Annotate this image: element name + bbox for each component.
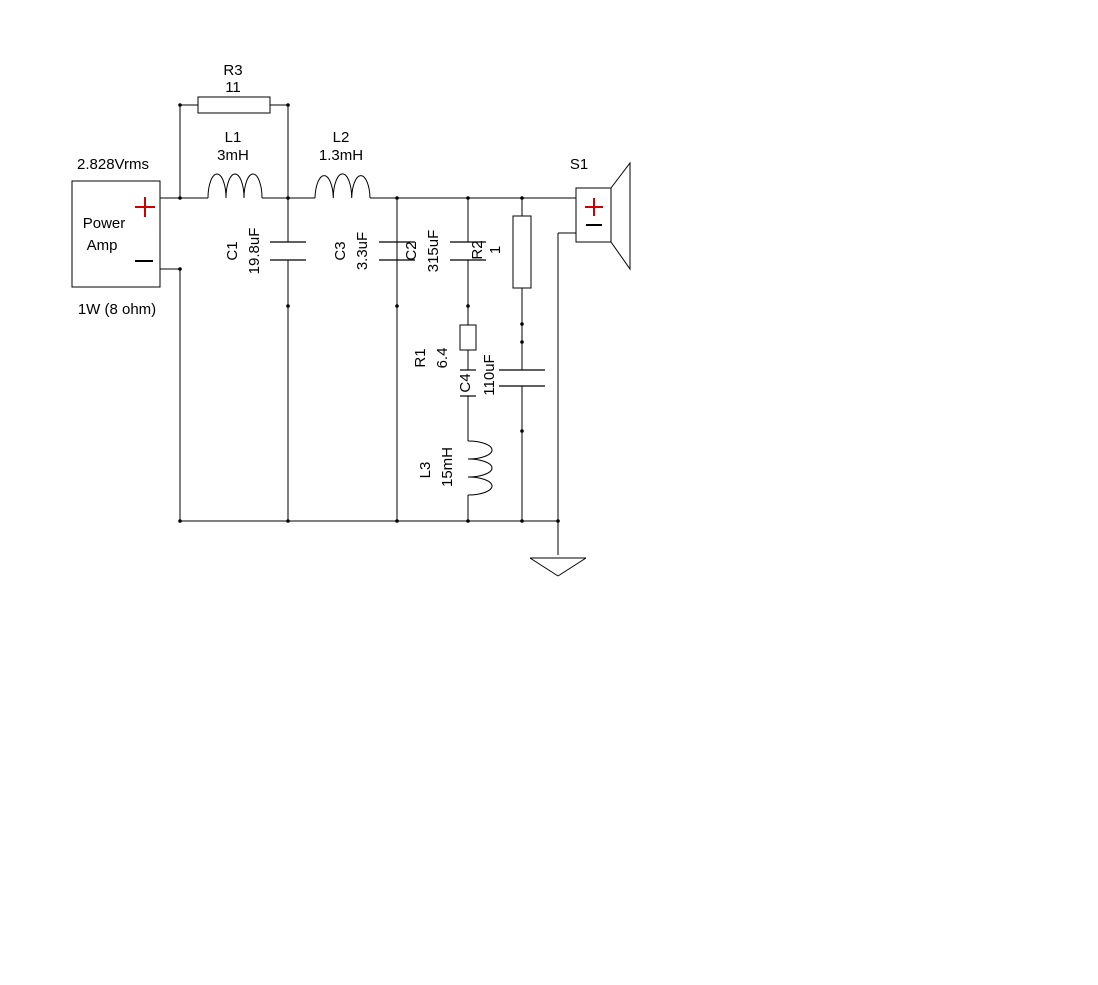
- r2-ref: R2: [469, 240, 486, 259]
- inductor-l1: L1 3mH: [207, 129, 263, 199]
- resistor-r2: R2 1: [450, 240, 504, 261]
- c4-value: 110uF: [481, 354, 498, 395]
- power-amp-label-line1: Power: [83, 215, 126, 232]
- ground-symbol-icon: [529, 557, 587, 577]
- resistor-r3: R3 11: [197, 62, 271, 114]
- s1-ref: S1: [570, 156, 588, 173]
- inductor-l2-coil: [314, 173, 371, 199]
- l1-ref: L1: [225, 129, 242, 146]
- inductor-l2: L2 1.3mH: [314, 129, 371, 199]
- c3-ref: C3: [332, 241, 349, 260]
- speaker-s1: S1: [570, 156, 631, 271]
- junction-dots: [178, 103, 560, 523]
- l2-value: 1.3mH: [319, 147, 363, 164]
- inductor-l3: L3 15mH: [417, 440, 493, 496]
- power-amp-label-line2: Amp: [87, 237, 118, 254]
- capacitor-c3: C3 3.3uF: [332, 232, 397, 270]
- resistor-r1: R1 6.4: [412, 324, 477, 369]
- resistor-r3-body: [197, 96, 271, 114]
- r1-value: 6.4: [434, 348, 451, 369]
- capacitor-c2: C2 315uF: [397, 230, 442, 273]
- r3-value: 11: [225, 79, 241, 96]
- c3-value: 3.3uF: [354, 232, 371, 270]
- power-amp-box: [71, 180, 161, 288]
- resistor-speaker-branch-body: [512, 215, 532, 289]
- r2-value: 1: [487, 246, 504, 254]
- capacitor-c4: C4 110uF: [457, 354, 498, 397]
- source-rating-label: 1W (8 ohm): [78, 301, 156, 318]
- c4-ref: C4: [457, 373, 474, 392]
- speaker-s1-cone: [610, 161, 631, 271]
- power-amp-source: Power Amp 2.828Vrms 1W (8 ohm): [71, 156, 161, 318]
- c2-ref: C2: [403, 241, 420, 260]
- capacitor-c1: C1 19.8uF: [224, 228, 306, 275]
- r3-ref: R3: [223, 62, 242, 79]
- c1-ref: C1: [224, 241, 241, 260]
- capacitor-speaker-branch: [499, 369, 545, 387]
- c2-value: 315uF: [425, 230, 442, 273]
- l3-value: 15mH: [439, 447, 456, 487]
- inductor-l1-coil: [207, 173, 263, 199]
- resistor-speaker-branch: [512, 215, 532, 289]
- inductor-l3-coil: [467, 440, 493, 496]
- c1-value: 19.8uF: [246, 228, 263, 275]
- resistor-r1-body: [459, 324, 477, 351]
- l2-ref: L2: [333, 129, 350, 146]
- source-voltage-label: 2.828Vrms: [77, 156, 149, 173]
- l1-value: 3mH: [217, 147, 249, 164]
- l3-ref: L3: [417, 462, 434, 479]
- wires: [160, 104, 576, 555]
- r1-ref: R1: [412, 348, 429, 367]
